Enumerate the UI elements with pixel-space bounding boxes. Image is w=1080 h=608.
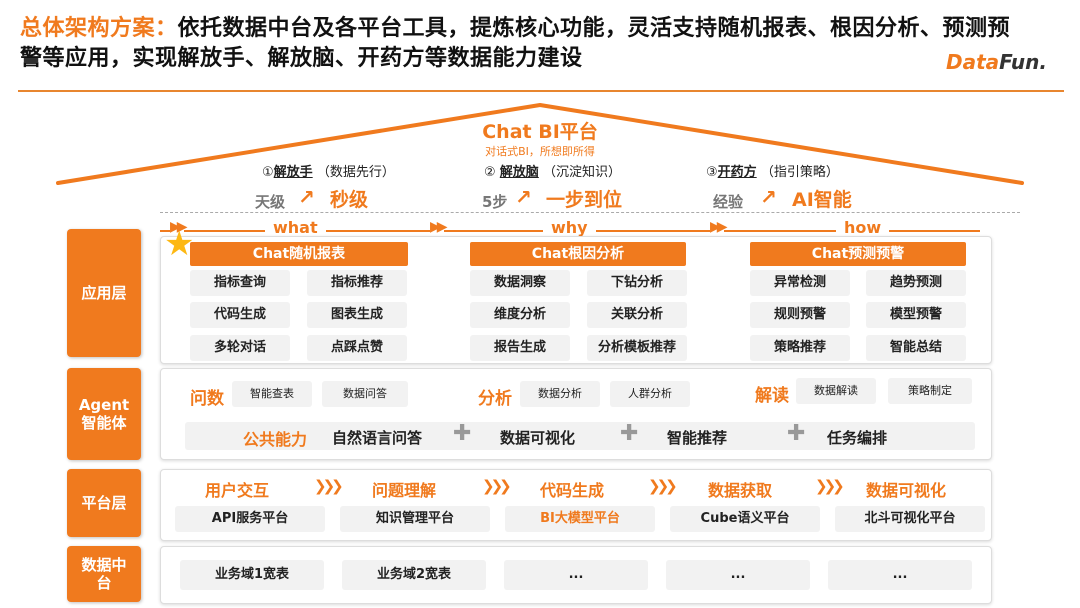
platform-subtitle: 对话式BI，所想即所得 — [485, 145, 595, 158]
double-chevron-right-icon: ▶▶ — [710, 219, 727, 235]
app-chip: 维度分析 — [470, 302, 570, 328]
roof-line — [56, 103, 1024, 185]
arrow-up-right-icon: ↗ — [760, 185, 777, 209]
app-chip: 策略推荐 — [750, 335, 850, 361]
stage-how: how — [836, 218, 890, 237]
stage-what: what — [265, 218, 326, 237]
agent-chip: 数据分析 — [520, 381, 600, 407]
app-group-title: Chat随机报表 — [190, 242, 408, 266]
header-divider — [18, 90, 1064, 92]
dashed-divider — [160, 212, 1020, 213]
agent-chip: 数据问答 — [322, 381, 408, 407]
platform-chip: API服务平台 — [175, 506, 325, 532]
app-chip: 下钻分析 — [587, 270, 687, 296]
public-capability: 智能推荐 — [667, 429, 728, 447]
app-chip: 规则预警 — [750, 302, 850, 328]
data-chip: ... — [828, 560, 972, 590]
public-capabilities-bar — [185, 422, 975, 450]
platform-title: Chat BI平台 — [482, 121, 598, 143]
public-capability: 自然语言问答 — [332, 429, 423, 447]
public-capability: 数据可视化 — [500, 429, 576, 447]
pillar-3-to: AI智能 — [792, 189, 852, 211]
data-chip: 业务域2宽表 — [342, 560, 486, 590]
agent-chip: 智能查表 — [232, 381, 312, 407]
double-chevron-right-icon: ▶▶ — [430, 219, 447, 235]
app-chip: 异常检测 — [750, 270, 850, 296]
agent-tag: 解读 — [755, 386, 789, 406]
pillar-2-to: 一步到位 — [546, 189, 623, 211]
app-chip: 代码生成 — [190, 302, 290, 328]
data-chip: ... — [666, 560, 810, 590]
pillar-3-from: 经验 — [713, 193, 744, 211]
app-chip: 点踩点赞 — [307, 335, 407, 361]
arrow-up-right-icon: ↗ — [298, 185, 315, 209]
double-chevron-right-icon: ❯❯❯ — [482, 477, 512, 495]
pillar-1-title: ①解放手 （数据先行） — [262, 165, 395, 180]
platform-flow-step: 问题理解 — [372, 481, 437, 500]
app-chip: 分析模板推荐 — [587, 335, 687, 361]
double-chevron-right-icon: ❯❯❯ — [314, 477, 344, 495]
app-group-title: Chat根因分析 — [470, 242, 686, 266]
double-chevron-right-icon: ❯❯❯ — [815, 477, 845, 495]
app-chip: 图表生成 — [307, 302, 407, 328]
title-text: 依托数据中台及各平台工具，提炼核心功能，灵活支持随机报表、根因分析、预测预警等应… — [20, 16, 1011, 71]
layer-platform: 平台层 — [67, 469, 141, 537]
logo-ata: ata — [962, 50, 1000, 74]
double-chevron-right-icon: ▶▶ — [170, 219, 187, 235]
platform-flow-step: 用户交互 — [205, 481, 270, 500]
platform-chip: Cube语义平台 — [670, 506, 820, 532]
layer-data-middle: 数据中台 — [67, 546, 141, 602]
app-chip: 智能总结 — [866, 335, 966, 361]
pillar-1-to: 秒级 — [330, 189, 369, 211]
platform-flow-step: 数据获取 — [708, 481, 773, 500]
agent-chip: 数据解读 — [796, 378, 876, 404]
platform-flow-step: 代码生成 — [540, 481, 605, 500]
app-chip: 多轮对话 — [190, 335, 290, 361]
logo-fun: Fun. — [999, 50, 1047, 74]
app-chip: 指标查询 — [190, 270, 290, 296]
plus-icon: ✚ — [620, 421, 639, 446]
logo-d: D — [946, 50, 963, 74]
agent-tag: 问数 — [190, 389, 224, 409]
app-chip: 数据洞察 — [470, 270, 570, 296]
platform-chip-highlight: BI大模型平台 — [505, 506, 655, 532]
app-chip: 模型预警 — [866, 302, 966, 328]
double-chevron-right-icon: ❯❯❯ — [648, 477, 678, 495]
app-chip: 关联分析 — [587, 302, 687, 328]
agent-tag: 分析 — [478, 389, 512, 409]
datafun-logo: DataFun. — [946, 50, 1047, 74]
layer-application: 应用层 — [67, 229, 141, 357]
pillar-2-title: ② 解放脑 （沉淀知识） — [484, 165, 621, 180]
pillar-2-from: 5步 — [482, 193, 508, 211]
public-capability: 任务编排 — [827, 429, 888, 447]
stage-why: why — [543, 218, 596, 237]
app-chip: 指标推荐 — [307, 270, 407, 296]
pillar-1-from: 天级 — [255, 193, 286, 211]
agent-chip: 策略制定 — [888, 378, 972, 404]
pillar-3-title: ③开药方 （指引策略） — [706, 165, 839, 180]
data-chip: ... — [504, 560, 648, 590]
agent-chip: 人群分析 — [610, 381, 690, 407]
data-chip: 业务域1宽表 — [180, 560, 324, 590]
public-capabilities-label: 公共能力 — [243, 430, 308, 449]
app-group-title: Chat预测预警 — [750, 242, 966, 266]
star-icon: ★ — [164, 224, 195, 264]
arrow-up-right-icon: ↗ — [515, 185, 532, 209]
platform-chip: 知识管理平台 — [340, 506, 490, 532]
page-title: 总体架构方案：依托数据中台及各平台工具，提炼核心功能，灵活支持随机报表、根因分析… — [20, 14, 1020, 74]
plus-icon: ✚ — [453, 421, 472, 446]
app-chip: 趋势预测 — [866, 270, 966, 296]
title-highlight: 总体架构方案： — [20, 16, 178, 41]
platform-flow-step: 数据可视化 — [866, 481, 947, 500]
platform-chip: 北斗可视化平台 — [835, 506, 985, 532]
app-chip: 报告生成 — [470, 335, 570, 361]
plus-icon: ✚ — [787, 421, 806, 446]
